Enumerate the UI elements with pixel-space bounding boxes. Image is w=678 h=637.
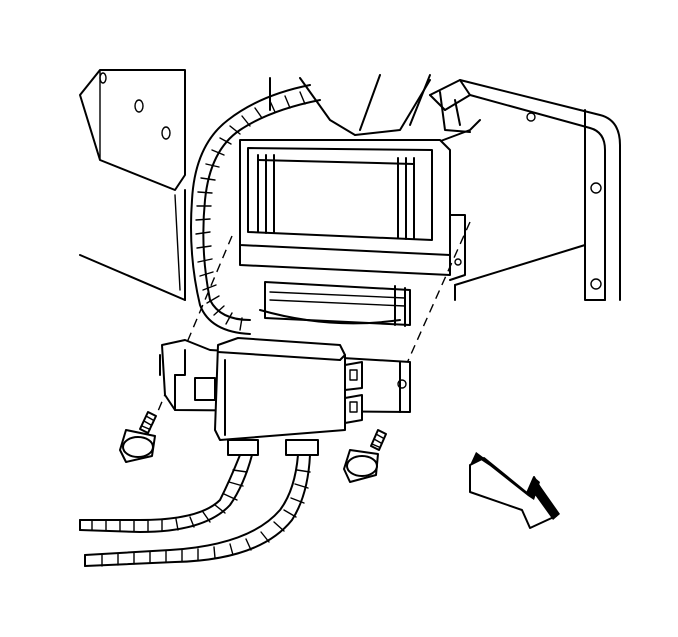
upper-wire-harness [190, 84, 321, 335]
lower-wire-harness [79, 454, 311, 567]
upper-connector-bracket [239, 139, 466, 327]
electronic-module [214, 337, 363, 456]
direction-arrow-icon [469, 452, 560, 529]
dash-panel-structure [79, 69, 621, 301]
right-bolt [343, 429, 387, 483]
left-bolt [119, 411, 157, 463]
